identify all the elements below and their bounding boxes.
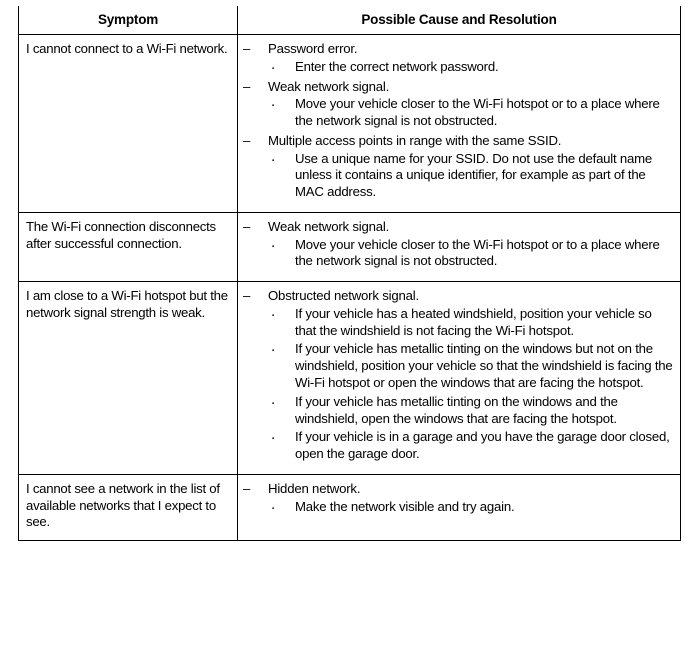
cause-text: Obstructed network signal. [268, 288, 419, 304]
resolution-text: If your vehicle has metallic tinting on … [295, 341, 673, 391]
bullet-marker-icon: · [270, 341, 276, 359]
cause-item: – Hidden network. · Make the network visibl… [238, 481, 674, 516]
resolution-list: · Move your vehicle closer to the Wi-Fi h… [268, 237, 674, 271]
bullet-marker-icon: · [270, 429, 276, 447]
resolution-item: · If your vehicle has metallic tinting on… [268, 341, 674, 391]
resolution-text: Use a unique name for your SSID. Do not … [295, 150, 652, 200]
resolution-text: Enter the correct network password. [295, 58, 499, 74]
table-header: Symptom Possible Cause and Resolution [18, 6, 681, 35]
cause-list: – Hidden network. · Make the network visibl… [238, 481, 674, 516]
cause-list: – Password error. · Enter the correct netwo… [238, 41, 674, 201]
resolution-text: Make the network visible and try again. [295, 498, 515, 514]
symptom-cell: I cannot connect to a Wi-Fi network. [18, 34, 238, 213]
cause-cell: – Password error. · Enter the correct netwo… [237, 34, 681, 213]
cause-item: – Password error. · Enter the correct netwo… [238, 41, 674, 76]
cause-cell: – Hidden network. · Make the network visibl… [237, 474, 681, 542]
bullet-marker-icon: · [270, 305, 276, 323]
resolution-text: If your vehicle has a heated windshield,… [295, 305, 652, 338]
dash-marker-icon: – [243, 132, 251, 148]
resolution-text: If your vehicle is in a garage and you h… [295, 429, 670, 462]
resolution-list: · Enter the correct network password. [268, 59, 674, 76]
cause-item: – Multiple access points in range with th… [238, 133, 674, 201]
dash-marker-icon: – [243, 41, 251, 56]
symptom-cell: I cannot see a network in the list of av… [18, 474, 238, 542]
resolution-item: · Use a unique name for your SSID. Do not… [268, 151, 674, 201]
cause-text: Weak network signal. [268, 218, 390, 234]
column-header-symptom: Symptom [18, 6, 238, 35]
resolution-item: · Enter the correct network password. [268, 59, 674, 76]
bullet-marker-icon: · [270, 58, 276, 76]
bullet-marker-icon: · [270, 96, 276, 114]
resolution-item: · Make the network visible and try again. [268, 499, 674, 516]
resolution-item: · Move your vehicle closer to the Wi-Fi h… [268, 96, 674, 130]
cause-text: Weak network signal. [268, 78, 390, 94]
cause-item: –Obstructed network signal.·If your vehi… [238, 288, 674, 463]
header-row: Symptom Possible Cause and Resolution [18, 6, 681, 35]
cause-text: Hidden network. [268, 480, 361, 496]
cause-cell: – Weak network signal. · Move your vehicle … [237, 212, 681, 283]
cause-text: Password error. [268, 41, 358, 56]
resolution-text: Move your vehicle closer to the Wi-Fi ho… [295, 236, 660, 269]
table-body: I cannot connect to a Wi-Fi network.–Pas… [18, 34, 681, 542]
resolution-list: · Use a unique name for your SSID. Do not… [268, 151, 674, 201]
resolution-list: · If your vehicle has a heated windshield… [268, 306, 674, 463]
troubleshooting-table: Symptom Possible Cause and Resolution I … [18, 6, 681, 542]
dash-marker-icon: – [243, 480, 251, 496]
cause-list: – Weak network signal. · Move your vehicle … [238, 219, 674, 270]
bullet-marker-icon: · [270, 150, 276, 168]
bullet-marker-icon: · [270, 236, 276, 254]
cause-item: – Weak network signal. · Move your vehicle … [238, 79, 674, 130]
cause-list: –Obstructed network signal.·If your vehi… [238, 288, 674, 463]
bullet-marker-icon: · [270, 393, 276, 411]
table-row: I cannot see a network in the list of av… [18, 474, 681, 542]
table-row: The Wi-Fi connection disconnects after s… [18, 212, 681, 283]
dash-marker-icon: – [243, 288, 251, 304]
table-row: I cannot connect to a Wi-Fi network.– Pas… [18, 34, 681, 213]
dash-marker-icon: – [243, 78, 251, 94]
resolution-list: · Move your vehicle closer to the Wi-Fi h… [268, 96, 674, 130]
resolution-item: · If your vehicle is in a garage and you … [268, 429, 674, 463]
bullet-marker-icon: · [270, 498, 276, 516]
resolution-item: · If your vehicle has a heated windshield… [268, 306, 674, 340]
cause-item: – Weak network signal. · Move your vehicle … [238, 219, 674, 270]
column-header-cause: Possible Cause and Resolution [237, 6, 681, 35]
dash-marker-icon: – [243, 218, 251, 234]
cause-text: Multiple access points in range with the… [268, 132, 562, 148]
resolution-item: · Move your vehicle closer to the Wi-Fi h… [268, 237, 674, 271]
table-row: I am close to a Wi-Fi hotspot but the ne… [18, 281, 681, 475]
symptom-cell: The Wi-Fi connection disconnects after s… [18, 212, 238, 283]
resolution-item: · If your vehicle has metallic tinting on… [268, 394, 674, 428]
symptom-cell: I am close to a Wi-Fi hotspot but the ne… [18, 281, 238, 475]
resolution-list: · Make the network visible and try again. [268, 499, 674, 516]
resolution-text: Move your vehicle closer to the Wi-Fi ho… [295, 96, 660, 129]
cause-cell: –Obstructed network signal.·If your vehi… [237, 281, 681, 475]
resolution-text: If your vehicle has metallic tinting on … [295, 393, 618, 426]
